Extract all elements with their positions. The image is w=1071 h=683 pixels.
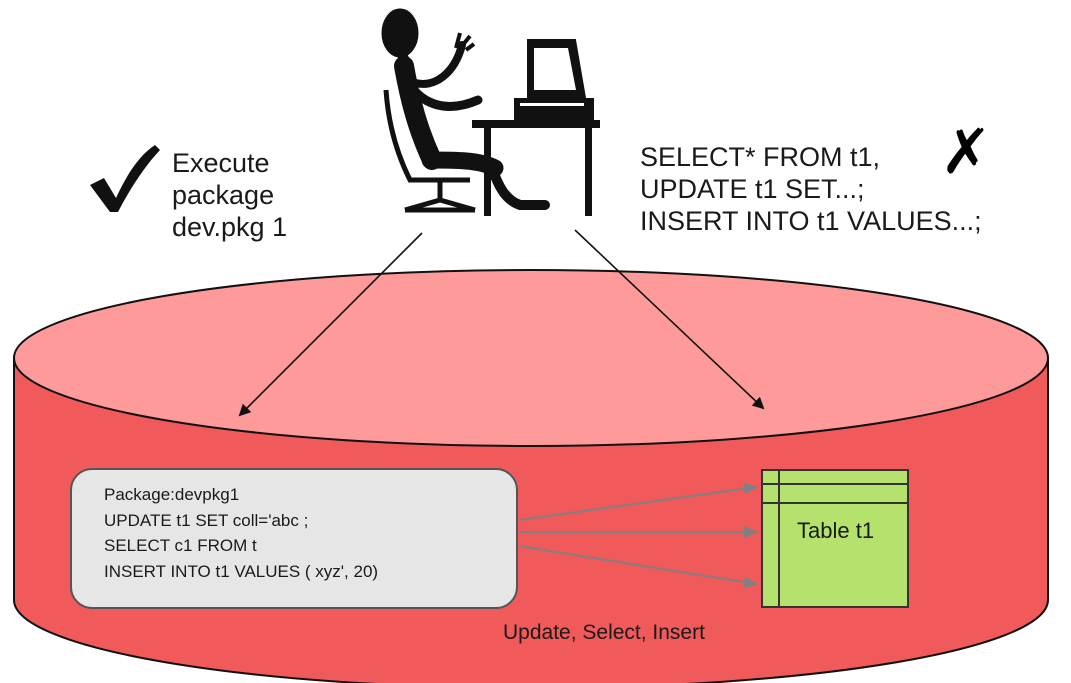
table-label: Table t1 [797,518,875,543]
operations-label: Update, Select, Insert [503,621,705,644]
package-update-statement: UPDATE t1 SET coll='abc ; [104,510,309,530]
cylinder-top [13,269,1049,447]
denied-line-1: SELECT* FROM t1, [640,142,881,172]
denied-line-3: INSERT INTO t1 VALUES...; [640,206,982,236]
denied-action-text: SELECT* FROM t1, UPDATE t1 SET...; INSER… [640,141,982,237]
package-insert-statement: INSERT INTO t1 VALUES ( xyz', 20) [104,561,379,581]
denied-line-2: UPDATE t1 SET...; [640,174,865,204]
arrow-update [518,482,758,521]
package-box [70,468,518,609]
allowed-line-3: dev.pkg 1 [172,212,288,242]
allowed-line-2: package [172,180,275,210]
arrow-insert [518,545,758,589]
arrow-user-to-package [238,232,423,417]
allowed-line-1: Execute [172,148,270,178]
user-at-computer-icon [381,8,600,216]
checkmark-icon [90,145,160,212]
arrow-user-to-table [574,229,765,410]
table-icon [761,469,909,608]
allowed-action-text: Execute package dev.pkg 1 [172,147,287,243]
package-code: Package:devpkg1 UPDATE t1 SET coll='abc … [104,482,378,584]
cross-icon: ✗ [940,115,992,188]
package-select-statement: SELECT c1 FROM t [104,536,257,555]
package-name: Package:devpkg1 [104,485,240,504]
